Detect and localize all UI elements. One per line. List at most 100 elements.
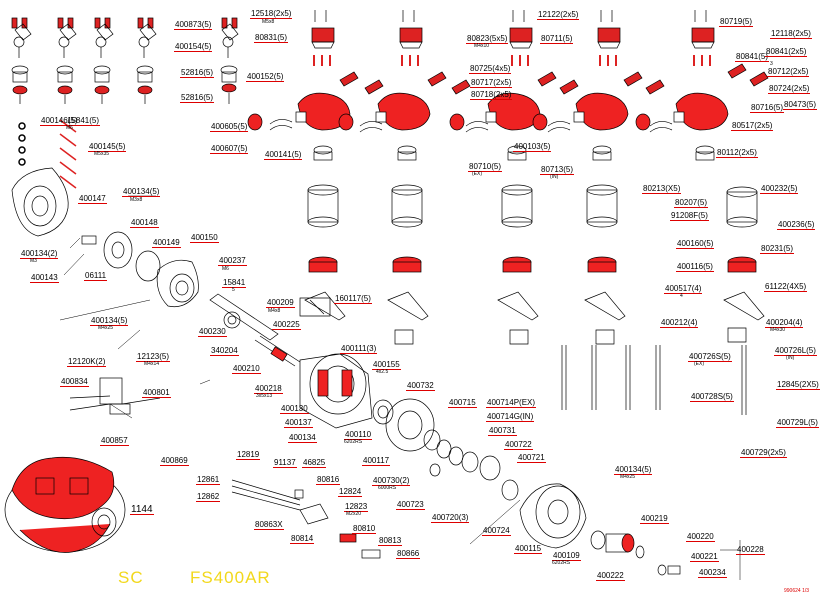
part-label-400150: 400150 [190,233,219,243]
part-label-80713: 80713(5) [540,165,575,175]
cylinders [307,145,758,228]
spec-6000rs: 6000RS [378,485,397,491]
part-label-52816b: 52816(5) [180,93,215,103]
part-label-400110: 400110 [344,430,373,440]
part-label-1144: 1144 [130,504,154,515]
spec-m5x8: M5x8 [262,19,275,25]
part-label-400109: 400109 [552,551,581,561]
part-label-400148: 400148 [130,218,159,228]
spec-m4x25: M4x25 [98,325,114,331]
pistons [308,256,757,273]
main-crankcase [299,353,373,429]
part-label-80717: 80717(2x5) [470,78,513,88]
part-label-80517: 80517(2x5) [731,121,774,131]
part-label-80866: 80866 [396,549,421,559]
part-label-12122: 12122(2x5) [537,10,580,20]
part-label-400160: 400160(5) [676,239,715,249]
spec-4x2: 4x2.5 [376,369,389,375]
part-label-400729L: 400729L(5) [776,418,819,428]
part-label-80712: 80712(2x5) [767,67,810,77]
part-label-400154: 400154(5) [174,42,213,52]
rear-housing [156,259,199,308]
part-label-400232: 400232(5) [760,184,799,194]
rocker-arms [339,63,769,95]
part-label-80724: 80724(2x5) [768,84,811,94]
assembled-engine [4,456,126,553]
spec-m4x14: M4x14 [144,361,160,367]
crankshaft [209,293,301,367]
part-label-400115: 400115 [514,544,543,554]
adapter-plate [81,231,161,282]
part-label-80816: 80816 [316,475,341,485]
part-label-80813: 80813 [378,536,403,546]
spec-m5x35: M5x35 [94,151,110,157]
part-label-400228: 400228 [736,545,765,555]
part-label-400117: 400117 [362,456,391,466]
part-label-80841a: 80841(5) [735,52,770,62]
part-label-80231: 80231(5) [760,244,795,254]
part-label-400225: 400225 [272,320,301,330]
part-label-12862: 12862 [196,492,221,502]
part-label-400141: 400141(5) [264,150,303,160]
part-label-400134e: 400134(5) [614,465,653,475]
spec-m4x8: M4x8 [268,308,281,314]
part-label-400116: 400116(5) [676,262,714,272]
part-label-80823: 80823(5x5) [466,34,509,44]
part-label-12819: 12819 [236,450,261,460]
part-label-61122: 61122(4X5) [764,282,808,292]
part-label-400230: 400230 [198,327,227,337]
spec-6202rs: 6202RS [344,439,363,445]
push-rods [561,345,747,415]
spec-3x5x13: 3x5x13 [256,393,273,399]
spec-m6: M6 [66,125,73,131]
part-label-400237: 400237 [218,256,247,266]
gaskets [299,297,747,345]
drawing-code: 990624 1/3 [784,588,810,594]
spec-4: 4 [680,293,683,299]
part-label-400130: 400130 [280,404,309,414]
part-label-400210: 400210 [232,364,261,374]
intake-pipes [247,113,673,133]
part-label-400149: 400149 [152,238,181,248]
spec-m2x20: M2x20 [346,511,362,517]
part-label-400857: 400857 [100,436,129,446]
part-label-400137: 400137 [284,418,313,428]
linkage [231,479,381,559]
part-label-400218: 400218 [254,384,283,394]
spec-m3: M3 [30,258,37,264]
part-label-91208F: 91208F(5) [670,211,709,221]
part-label-12123: 12123(5) [136,352,171,362]
part-label-400143: 400143 [30,273,59,283]
part-label-12118: 12118(2x5) [770,29,812,39]
part-label-52816a: 52816(5) [180,68,215,78]
part-label-400730: 400730(2) [372,476,411,486]
part-label-400155: 400155 [372,360,401,370]
part-label-400834: 400834 [60,377,89,387]
part-label-400726S: 400726S(5) [688,352,732,362]
valve-set-3 [93,17,114,104]
part-label-400146: 400146(5) [40,116,79,126]
cover-screws [313,55,711,66]
part-label-80213: 80213(X5) [642,184,682,194]
spec-ex: (EX) [472,171,482,177]
spec-in: (IN) [550,174,559,180]
part-label-80112: 80112(2x5) [716,148,758,158]
part-label-12861: 12861 [196,475,221,485]
bearing-stack [372,398,519,501]
part-label-80718: 80718(2x5) [470,90,513,100]
prop-hub [590,530,681,576]
part-label-400714G: 400714G(IN) [486,412,535,422]
left-screws [18,119,77,189]
part-label-340204: 340204 [210,346,239,356]
carburetor [69,377,161,415]
part-label-400152: 400152(5) [246,72,285,82]
part-label-400715: 400715 [448,398,477,408]
part-label-400726L: 400726L(5) [774,346,817,356]
spec-m4x10: M4x10 [474,43,490,49]
spec-3: 3 [770,61,773,67]
spec-5: 5 [232,287,235,293]
part-label-400732: 400732 [406,381,435,391]
part-label-400869: 400869 [160,456,189,466]
part-label-80831: 80831(5) [254,33,289,43]
part-label-400134a: 400134(5) [122,187,161,197]
